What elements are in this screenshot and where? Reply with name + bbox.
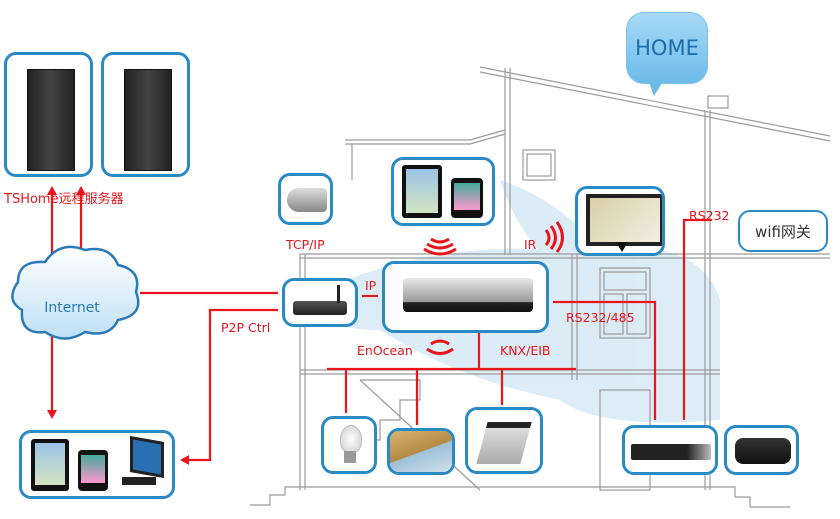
ip-camera-icon [287,188,327,212]
television-icon [586,194,662,246]
awning-box [387,428,455,475]
ip-label: IP [365,278,377,293]
server-rack-icon [27,69,75,171]
ir-label: IR [524,237,537,252]
wireless-signal-icons [423,221,564,355]
camera-box [278,173,333,225]
controller-box [382,261,549,333]
smartphone-icon [78,450,108,491]
home-title: HOME [635,36,699,60]
p2p-ctrl-label: P2P Ctrl [221,320,271,335]
ceiling-air-conditioner-icon [476,422,532,464]
home-bubble: HOME [626,12,708,84]
projector-icon [735,438,791,464]
desktop-computer-icon [122,436,168,493]
client-devices-box [19,430,175,499]
television-box [575,186,665,256]
tablet-icon [402,165,442,218]
motorized-awning-icon [390,431,452,472]
projector-box [724,425,799,475]
wifi-gateway-label: wifi网关 [755,222,811,241]
rs232-485-label: RS232/485 [566,310,635,325]
tablet-icon [31,439,69,491]
home-bubble-tail [648,80,664,96]
knx-eib-label: KNX/EIB [500,343,551,358]
mobile-devices-box [391,157,495,226]
internet-cloud [11,245,140,340]
light-bulb-icon [340,425,362,453]
home-controller-icon [403,278,533,312]
server-rack-box-1 [4,52,93,177]
server-rack-box-2 [101,52,190,177]
light-bulb-box [321,416,377,474]
router-box [282,278,358,327]
server-label: TSHome远程服务器 [4,192,124,207]
enocean-label: EnOcean [357,343,413,358]
media-player-icon [631,444,711,460]
air-conditioner-box [465,407,543,474]
wireless-router-icon [293,301,347,315]
rs232-label: RS232 [689,208,730,223]
server-rack-icon [124,69,172,171]
media-player-box [622,425,718,475]
wifi-gateway-box: wifi网关 [738,210,828,252]
internet-label: Internet [44,300,100,316]
tcp-ip-label: TCP/IP [286,237,325,252]
smartphone-icon [451,178,483,218]
